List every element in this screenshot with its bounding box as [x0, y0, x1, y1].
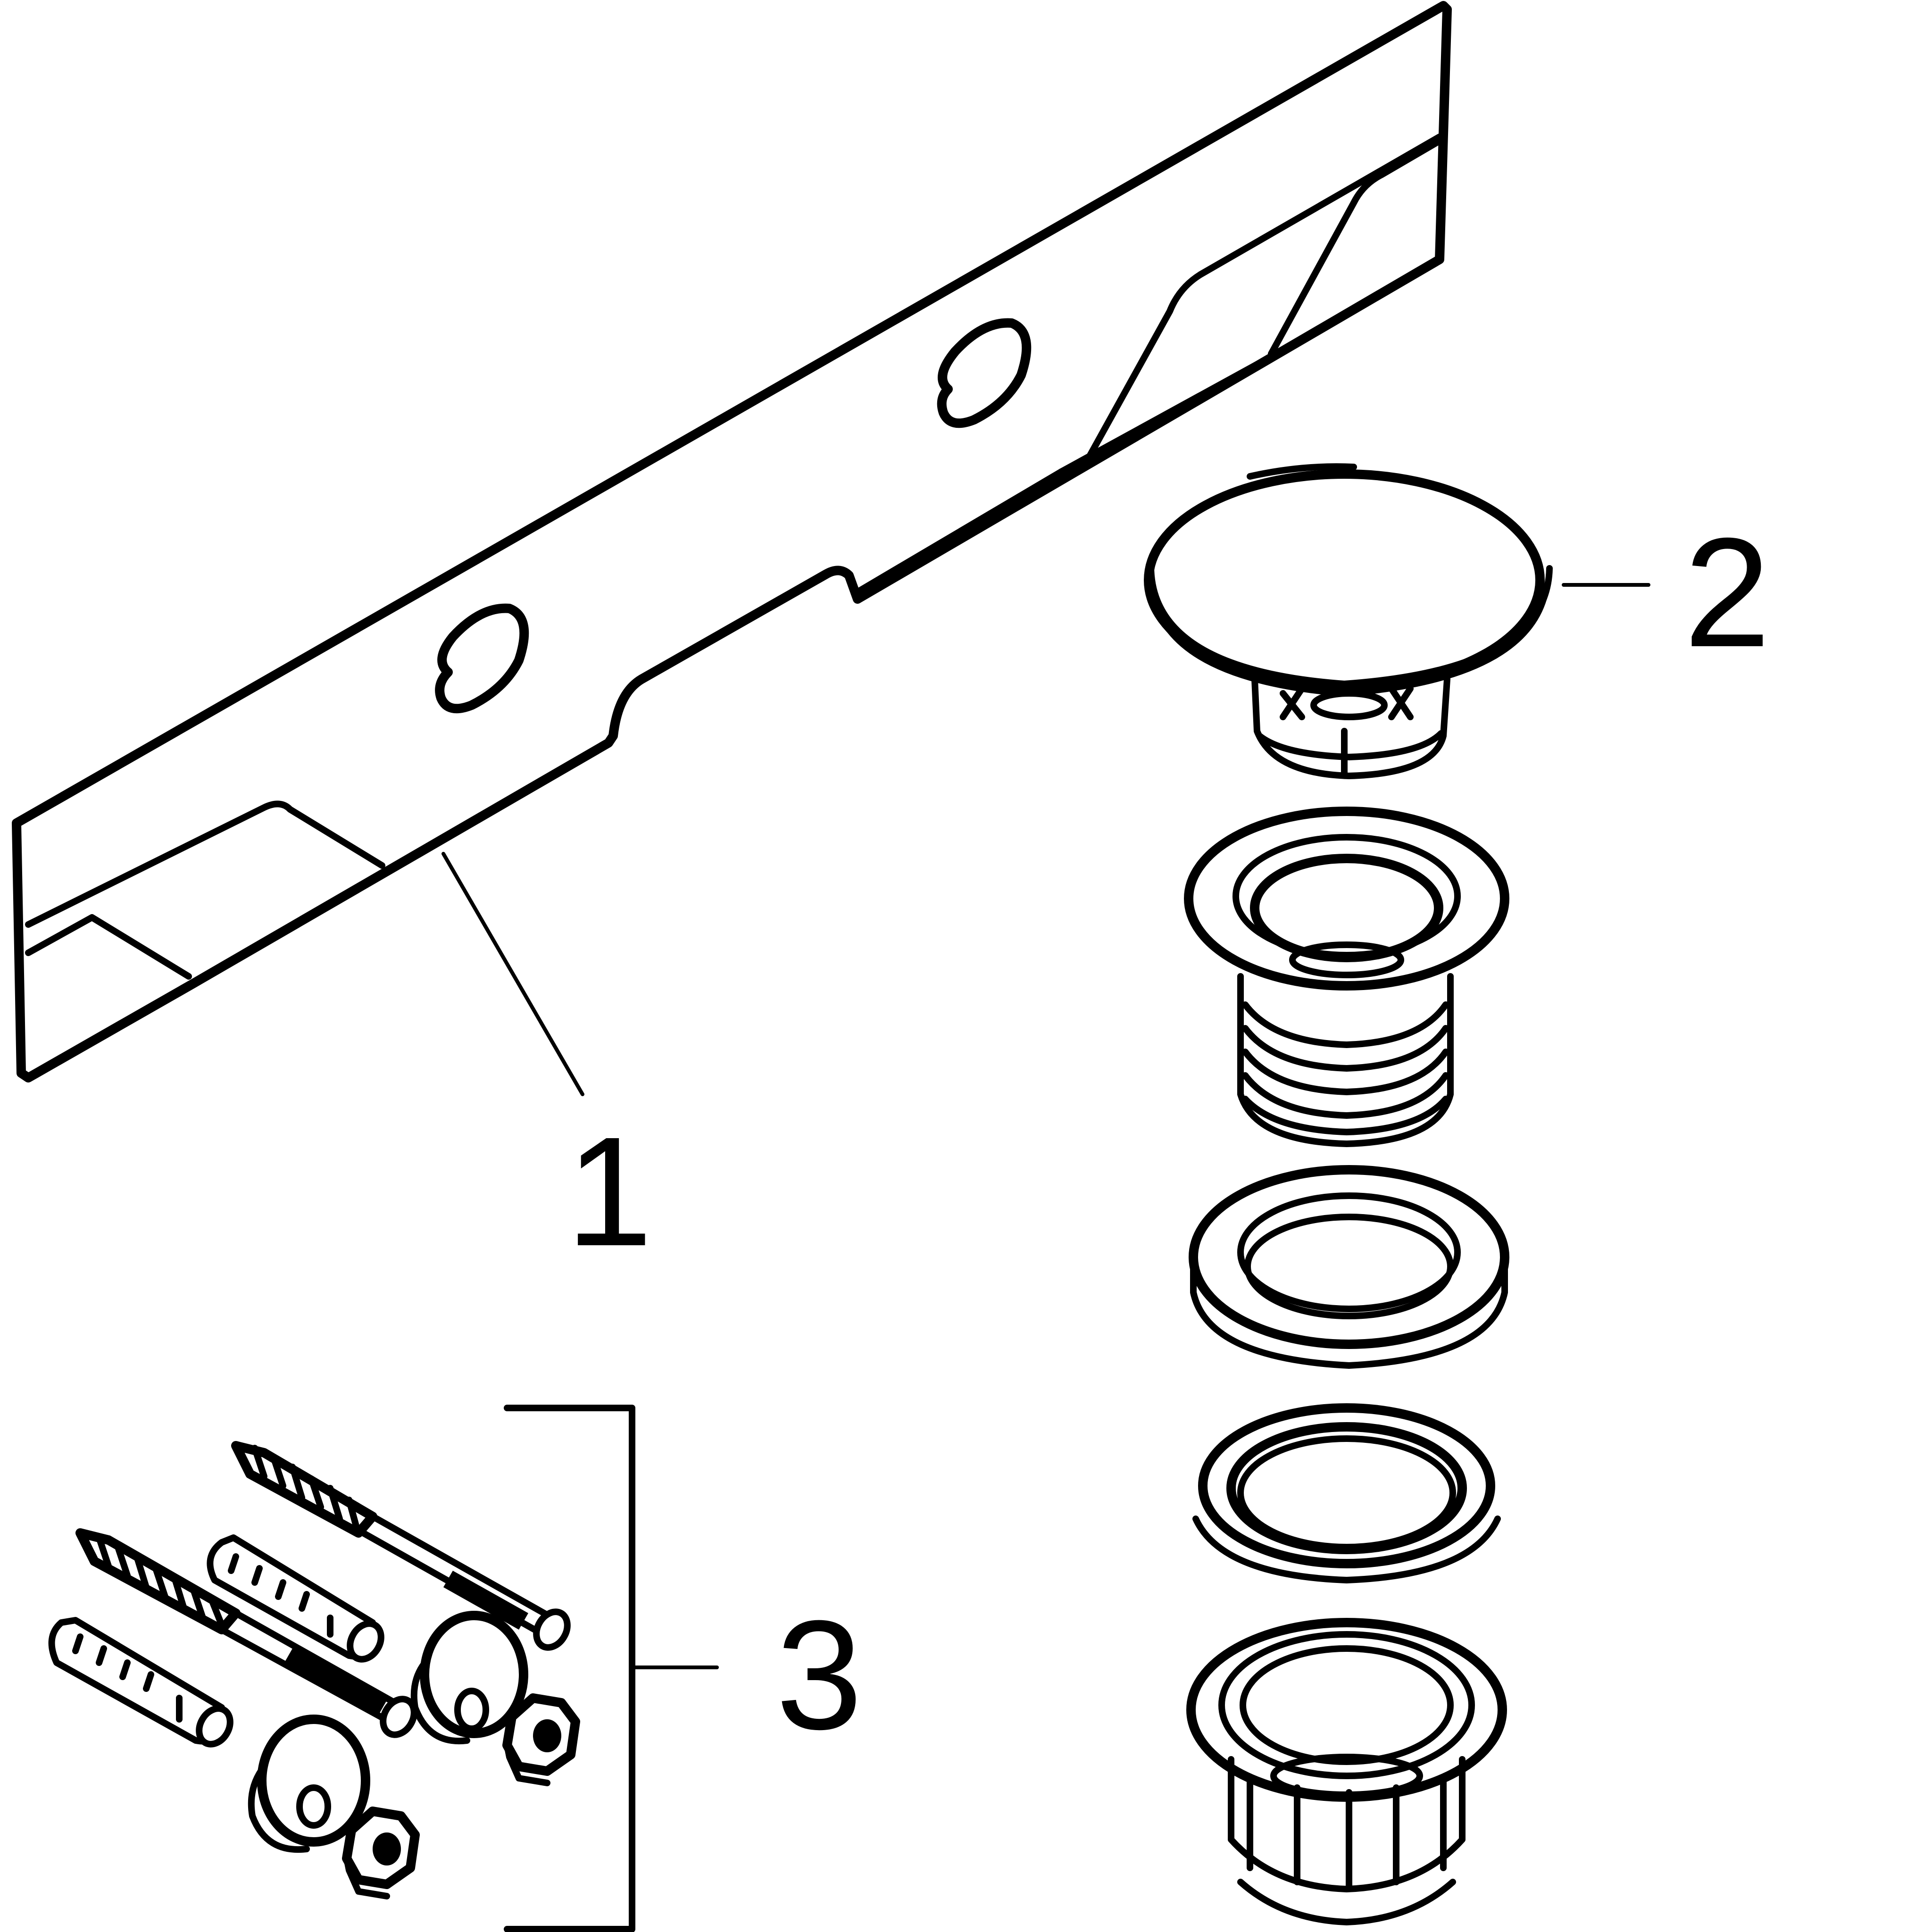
anchor-upper-icon [207, 1534, 384, 1663]
flat-washer-icon [1189, 1165, 1509, 1369]
nut-upper-icon [502, 1693, 580, 1786]
callout-3: 3 [776, 1588, 863, 1762]
drain-cap-icon [1144, 463, 1553, 779]
callout-1: 1 [566, 1104, 653, 1278]
screw-lower-icon [75, 1528, 417, 1738]
leader-line-1 [441, 852, 584, 1096]
callout-2: 2 [1684, 505, 1771, 679]
screw-upper-icon [231, 1441, 571, 1651]
drain-nut-icon [1186, 1618, 1507, 1925]
washer-lower-icon [248, 1715, 370, 1853]
seal-ring-icon [1192, 1403, 1501, 1583]
nut-lower-icon [342, 1807, 420, 1899]
drain-plug-assembly-icon [1144, 463, 1553, 1925]
mounting-bracket-icon [12, 1, 1452, 1083]
screw-and-anchor-kit-icon [48, 1441, 580, 1899]
anchor-lower-icon [48, 1617, 233, 1748]
washer-upper-icon [410, 1611, 528, 1745]
threaded-drain-body-icon [1184, 807, 1509, 1147]
